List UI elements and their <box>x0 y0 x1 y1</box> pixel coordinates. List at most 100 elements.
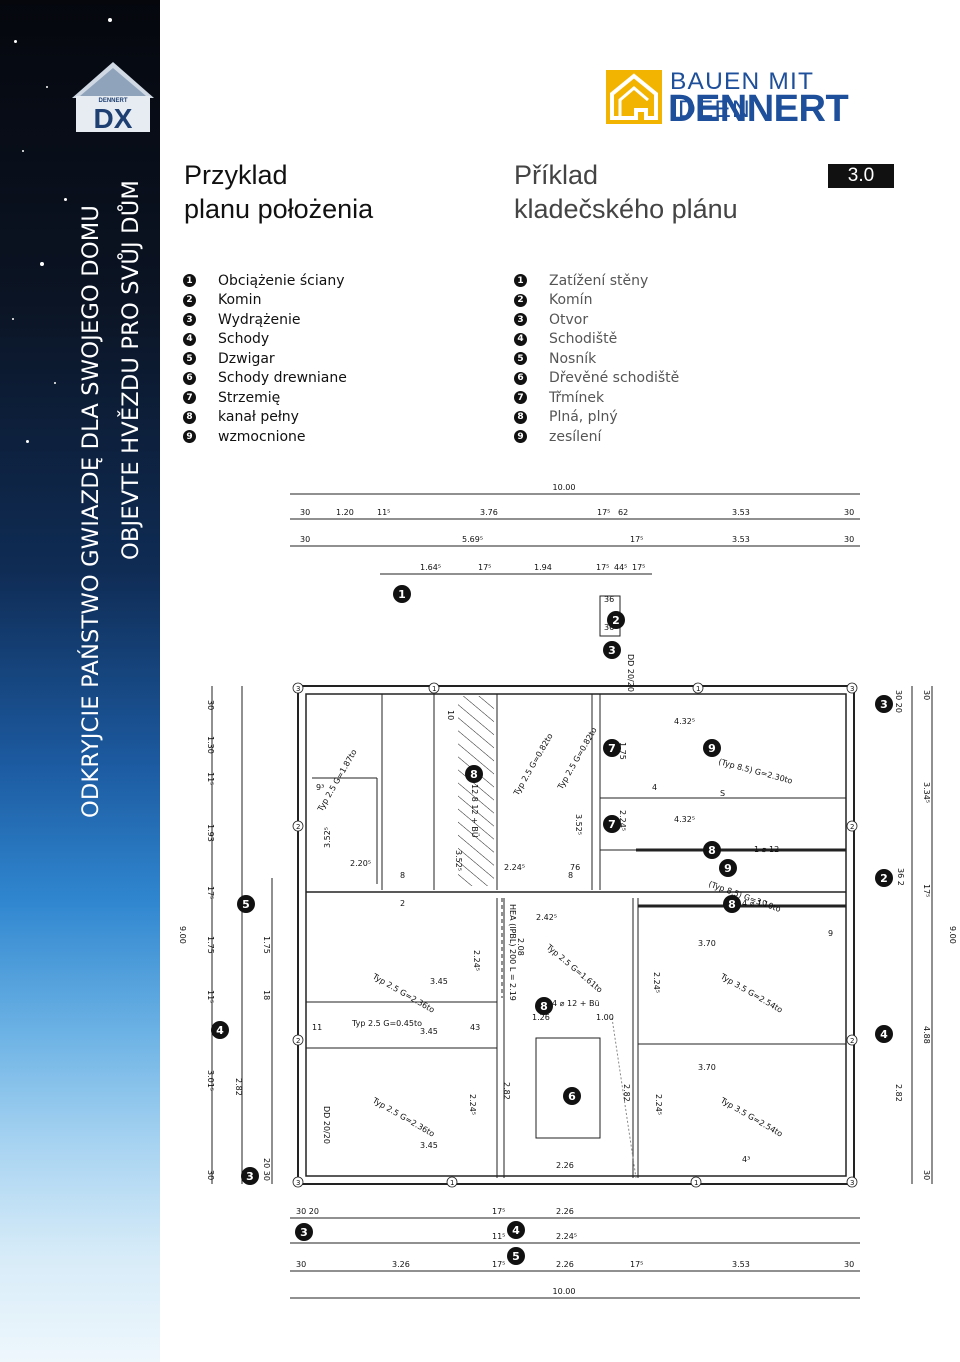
number-badge: 4 <box>514 332 527 346</box>
legend-label: Schodiště <box>549 331 618 348</box>
room-ml-h: 2.24⁵ <box>472 950 481 971</box>
dim-top-row1-4: 17⁵ <box>597 508 610 517</box>
callout-8c: 8 <box>728 898 736 911</box>
room-mc-w: 2.42⁵ <box>536 913 557 922</box>
dim-left-6: 11⁵ <box>206 990 215 1003</box>
dim-right-5: 2.82 <box>894 1084 903 1102</box>
dim-bottom-row3-5: 3.53 <box>732 1260 750 1269</box>
title-czech: Příklad kladečského plánu <box>514 158 738 226</box>
callout-3c: 3 <box>246 1170 254 1183</box>
dim-bottom-row2-0: 11⁵ <box>492 1232 505 1241</box>
dim-left-1: 1.30 <box>206 736 215 754</box>
dim-right-3: 17⁵ <box>922 884 931 897</box>
small-mark-3: 3 <box>296 685 300 693</box>
dim-bottom-row3-2: 17⁵ <box>492 1260 505 1269</box>
room-ml-label: Typ 2.5 G=2.36to <box>370 971 436 1014</box>
slogan-czech: OBJEVTE HVĚZDU PRO SVŮJ DŮM <box>118 180 144 560</box>
room-bl-label: Typ 2.5 G=2.36to <box>370 1095 436 1138</box>
rebar-2: 4 ⌀ 10 <box>742 899 767 908</box>
title-czech-line1: Příklad <box>514 160 599 190</box>
wall-mark-11: 11 <box>312 1023 322 1032</box>
dennert-dx-logo: DENNERT DX <box>72 62 154 134</box>
dim-right-4: 4.88 <box>922 1026 931 1044</box>
dim-bottom-row3-3: 2.26 <box>556 1260 574 1269</box>
room-ml-w: 3.45 <box>430 977 448 986</box>
star-decoration <box>26 440 29 443</box>
star-decoration <box>12 318 14 320</box>
dim-top-row2-1: 5.69⁵ <box>462 535 483 544</box>
dim-left-7: 3.01⁵ <box>206 1070 215 1091</box>
title-polish: Przyklad planu położenia <box>184 158 373 226</box>
legend-label: Komín <box>549 292 593 309</box>
callout-3d: 3 <box>300 1226 308 1239</box>
dim-right-6: 30 <box>922 1170 931 1180</box>
callout-9: 9 <box>708 742 716 755</box>
callout-8b: 8 <box>708 844 716 857</box>
hatched-region <box>458 696 494 886</box>
legend-label: Komin <box>218 292 262 309</box>
dim-left-2: 11⁵ <box>206 772 215 785</box>
wall-mark-4: 4 <box>652 783 657 792</box>
dim-top-total: 10.00 <box>553 483 576 492</box>
room-tr-h2: 2.24⁵ <box>618 810 627 831</box>
small-mark-1: 1 <box>432 685 436 693</box>
callout-4b: 4 <box>880 1028 888 1041</box>
dim-bottom-row3-6: 30 <box>844 1260 854 1269</box>
dim-bottom-row1-0: 30 20 <box>296 1207 319 1216</box>
room-c2-label: Typ 2.5 G=0.82to <box>511 732 554 798</box>
dim-bottom-row3-0: 30 <box>296 1260 306 1269</box>
room-mc-h: 2.08 <box>516 938 525 956</box>
page-number: 3.0 <box>828 164 894 188</box>
small-mark-1d: 1 <box>694 1179 698 1187</box>
brand-name: DENNERT <box>668 88 849 130</box>
brand-tagline: BAUEN MIT IDEEN <box>670 68 814 123</box>
sidebar: DENNERT DX ODKRYJCIE PAŃSTWO GWIAZDĘ DLA… <box>0 0 160 1362</box>
number-badge: 3 <box>183 313 196 327</box>
dim-top-row1-6: 3.53 <box>732 508 750 517</box>
callout-2b: 2 <box>880 872 888 885</box>
dim-chimney-0: 36 <box>604 595 614 604</box>
dim-right-0: 30 20 <box>894 690 903 713</box>
room-br-label: Typ 3.5 G=2.54to <box>718 1095 784 1138</box>
number-badge: 7 <box>514 391 527 405</box>
legend-item: 3 Otvor <box>514 310 679 330</box>
room-c2-dim: 76 <box>570 863 580 872</box>
dim-top-row3-5: 17⁵ <box>632 563 645 572</box>
callout-2: 2 <box>612 614 620 627</box>
dim-right-2: 3.34⁵ <box>922 782 931 803</box>
room-mr-label: Typ 3.5 G=2.54to <box>718 971 784 1014</box>
dim-top-row1-7: 30 <box>844 508 854 517</box>
number-badge: 9 <box>514 430 527 444</box>
room-tl-label: Typ 2.5 G=1.87to <box>315 748 358 814</box>
house-logo-icon <box>606 70 662 124</box>
number-badge: 1 <box>183 274 196 288</box>
small-mark-1c: 1 <box>450 1179 454 1187</box>
title-polish-line2: planu położenia <box>184 194 374 224</box>
wall-mark-9: 9 <box>828 929 833 938</box>
wall-mark-8: 8 <box>400 871 405 880</box>
dim-left-total: 9.00 <box>178 926 187 944</box>
legend-label: wzmocnione <box>218 428 306 445</box>
number-badge: 6 <box>183 371 196 385</box>
floor-plan-drawing: 10.00 30 1.20 11⁵ 3.76 17⁵ 62 3.53 30 30… <box>178 483 957 1299</box>
dim-right-1: 30 <box>922 690 931 700</box>
number-badge: 3 <box>514 313 527 327</box>
dim-top-row2-0: 30 <box>300 535 310 544</box>
legend-label: zesílení <box>549 428 602 445</box>
wall-mark-43: 4³ <box>742 1155 750 1164</box>
star-decoration <box>108 18 112 22</box>
wall-mark-s: S <box>720 789 725 798</box>
star-decoration <box>54 382 56 384</box>
title-czech-line2: kladečského plánu <box>514 194 738 224</box>
legend-label: Otvor <box>549 311 589 328</box>
legend-item: 4 Schodiště <box>514 330 679 350</box>
room-tr-dim1: 4.32⁵ <box>674 717 695 726</box>
